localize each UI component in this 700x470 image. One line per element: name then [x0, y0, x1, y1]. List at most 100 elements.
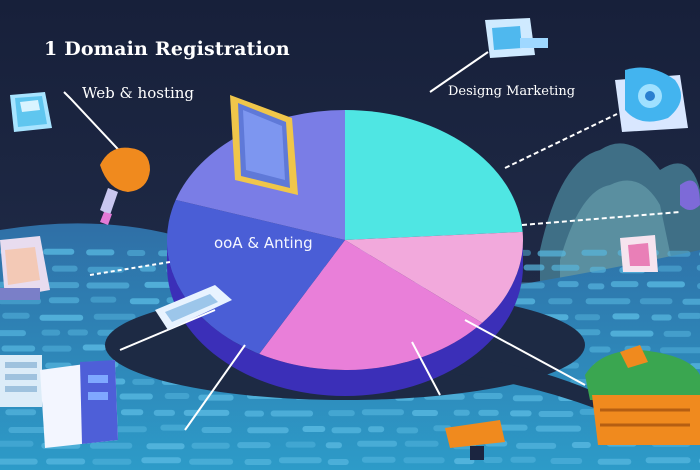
water-ripple	[574, 314, 601, 321]
connector-line-7	[521, 211, 681, 226]
water-ripple	[403, 457, 445, 464]
connector-lines	[63, 51, 681, 431]
water-ripple	[270, 410, 314, 417]
water-ripple	[198, 394, 234, 401]
water-ripple	[454, 458, 475, 465]
water-ripple	[146, 443, 185, 450]
water-ripple	[183, 409, 230, 416]
pen-icon	[155, 285, 232, 330]
water-ripple	[127, 250, 146, 256]
water-ripple	[5, 409, 37, 416]
water-ripple	[328, 410, 355, 417]
water-ripple	[657, 265, 682, 272]
water-ripple	[587, 283, 605, 290]
connector-line-5	[411, 341, 441, 396]
water-ripple	[361, 409, 404, 416]
water-ripple	[82, 344, 106, 351]
water-ripple	[1, 345, 36, 352]
gift-box-icon	[585, 345, 700, 445]
water-ripple	[537, 250, 566, 257]
water-ripple	[478, 409, 499, 416]
water-ripple	[659, 347, 700, 354]
pie-slice-4	[166, 199, 345, 354]
water-ripple	[677, 312, 700, 319]
water-ripple	[581, 249, 608, 256]
gear-icon	[615, 67, 688, 132]
water-ripple	[361, 456, 396, 463]
pie-depth	[167, 240, 523, 396]
water-ripple	[247, 427, 289, 434]
water-ripple	[557, 281, 579, 288]
water-ripple	[8, 427, 51, 433]
water-ripple	[412, 410, 438, 416]
pie-chart	[166, 110, 524, 396]
document-icon	[230, 95, 298, 195]
water-ripple	[610, 330, 654, 337]
water-ripple	[120, 409, 144, 416]
water-ripple	[132, 378, 155, 385]
water-ripple	[404, 440, 439, 447]
water-ripple	[612, 313, 640, 320]
pie-slice-1	[345, 110, 523, 240]
water-ripple	[585, 298, 631, 305]
water-ripple	[368, 426, 385, 433]
water-ripple	[86, 282, 130, 289]
water-ripple	[327, 459, 349, 465]
water-ripple	[237, 442, 271, 449]
water-ripple	[164, 393, 190, 399]
water-ripple	[696, 264, 700, 271]
water-ripple	[201, 427, 232, 433]
chest-icon	[445, 420, 505, 460]
phone-icon	[10, 92, 52, 132]
water-ripple	[160, 424, 187, 431]
water-ripple	[191, 442, 230, 449]
water-ripple	[357, 440, 398, 447]
water-ripple	[473, 393, 503, 399]
water-ripple	[453, 409, 470, 416]
water-ripple	[189, 458, 234, 465]
water-ripple	[2, 312, 30, 319]
water-ripple	[39, 314, 84, 321]
machine-icon	[485, 18, 548, 58]
pie-slice-2	[345, 231, 524, 323]
water-ripple	[516, 442, 557, 449]
water-ripple	[645, 457, 691, 464]
water-ripple	[153, 409, 175, 416]
water-ripple	[244, 410, 264, 417]
water-ripple	[551, 264, 580, 271]
water-ripple	[571, 442, 591, 448]
water-ripple	[510, 456, 536, 463]
water-ripple	[0, 458, 38, 465]
water-ripple	[538, 411, 574, 417]
water-ripple	[129, 298, 160, 305]
water-ripple	[510, 410, 532, 417]
water-ripple	[90, 296, 117, 303]
water-ripple	[535, 425, 582, 432]
water-ripple	[87, 266, 125, 273]
page-title: 1 Domain Registration	[44, 38, 290, 60]
water-ripple	[0, 330, 26, 337]
water-ripple	[483, 457, 503, 463]
pie-slice-3	[259, 240, 483, 371]
water-ripple	[639, 298, 673, 305]
label-design-marketing: Designg Marketing	[448, 84, 576, 99]
water-ripple	[139, 265, 156, 272]
water-ripple	[663, 330, 692, 337]
water-ripple	[396, 427, 419, 434]
connector-line-9	[429, 51, 489, 93]
water-ripple	[51, 265, 78, 272]
water-ripple	[67, 329, 88, 336]
connector-line-3	[119, 309, 216, 351]
water-ripple	[0, 440, 34, 447]
water-ripple	[331, 427, 362, 434]
water-ripple	[548, 298, 573, 305]
water-ripple	[325, 442, 342, 449]
water-ripple	[646, 281, 685, 288]
water-ripple	[43, 248, 75, 255]
water-ripple	[302, 426, 326, 432]
stand-icon-right	[620, 235, 658, 272]
water-ripple	[244, 459, 272, 465]
water-ripple	[119, 393, 153, 400]
water-ripple	[682, 298, 700, 305]
